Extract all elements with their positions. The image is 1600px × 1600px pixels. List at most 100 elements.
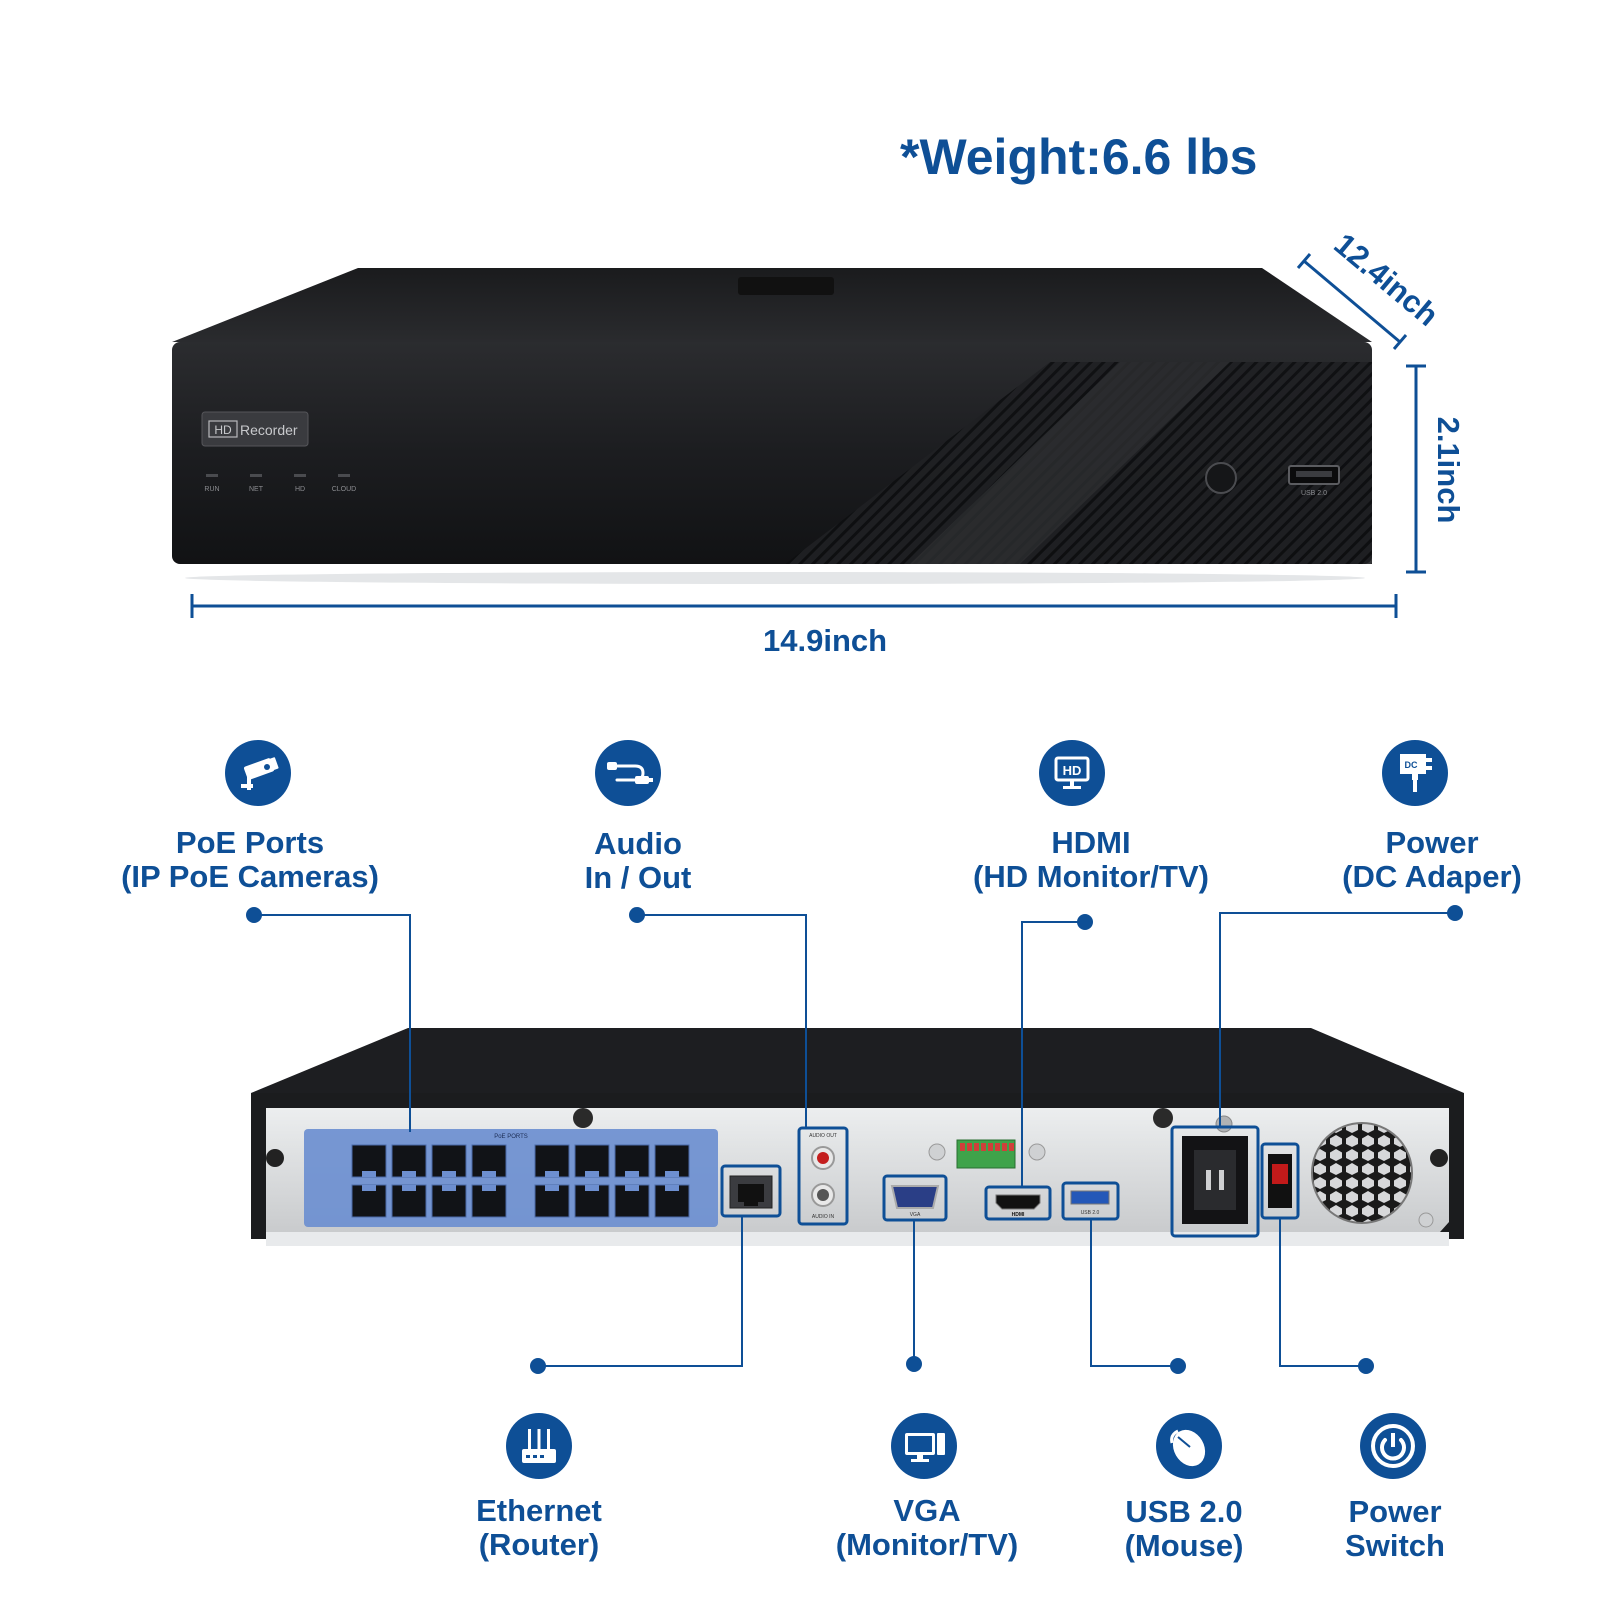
- screw: [928, 1143, 946, 1161]
- vga-monitor-icon: [891, 1413, 957, 1479]
- brand-badge-text: HD: [214, 423, 232, 437]
- screw: [1028, 1143, 1046, 1161]
- callout-dot: [1447, 905, 1463, 921]
- callout-title: USB 2.0: [1125, 1494, 1243, 1529]
- poe-port-latch: [442, 1185, 456, 1191]
- poe-port-latch: [625, 1185, 639, 1191]
- ir-sensor: [1205, 462, 1237, 494]
- callout-subtitle: (Mouse): [1124, 1528, 1244, 1563]
- callout-dot: [1170, 1358, 1186, 1374]
- depth-dimension-tick: [1296, 253, 1312, 269]
- rear-plate-lip: [266, 1232, 1449, 1246]
- power-icon: [1360, 1413, 1426, 1479]
- callout-dot: [906, 1356, 922, 1372]
- front-usb-label: USB 2.0: [1301, 490, 1327, 497]
- router-icon: [506, 1413, 572, 1479]
- terminal-pin: [1002, 1143, 1007, 1151]
- top-notch: [738, 277, 834, 295]
- power-inlet-callout-box: [1170, 1125, 1260, 1238]
- callout-subtitle: (Monitor/TV): [835, 1527, 1019, 1562]
- hd-monitor-icon: HD: [1039, 740, 1105, 806]
- usb-label: USB 2.0: [1081, 1210, 1100, 1216]
- ethernet-callout-box: [720, 1164, 782, 1218]
- poe-port-latch: [545, 1185, 559, 1191]
- poe-port-latch: [585, 1171, 599, 1177]
- callout-subtitle: (HD Monitor/TV): [973, 859, 1209, 894]
- poe-port-latch: [362, 1185, 376, 1191]
- poe-port-latch: [482, 1185, 496, 1191]
- ethernet-port-socket: [738, 1184, 764, 1202]
- usb-label-callout: USB 2.0 (Mouse): [1125, 1495, 1244, 1563]
- callout-dot: [530, 1358, 546, 1374]
- ethernet-callout-line: [538, 1216, 743, 1367]
- depth-dimension-line: [1303, 259, 1401, 344]
- power-switch-rocker: [1272, 1164, 1288, 1184]
- power-switch-callout-line: [1279, 1218, 1366, 1367]
- poe-port-latch: [402, 1185, 416, 1191]
- callout-subtitle: (Router): [478, 1527, 600, 1562]
- audio-in-jack-center: [817, 1189, 829, 1201]
- audio-cable-icon: [595, 740, 661, 806]
- weight-label: *Weight:6.6 lbs: [900, 129, 1258, 185]
- depth-dimension-tick: [1392, 334, 1408, 350]
- led-indicator: [294, 474, 306, 477]
- poe-port-latch: [585, 1185, 599, 1191]
- led-indicator: [206, 474, 218, 477]
- callout-lines: [254, 912, 1455, 1367]
- rear-unit: PoE PORTS AUDIO OUT AUDIO IN VGA HDMI US…: [251, 1028, 1464, 1246]
- brand-text: Recorder: [240, 422, 298, 438]
- power-inlet-pin: [1219, 1170, 1224, 1190]
- callout-dot: [629, 907, 645, 923]
- vga-port[interactable]: [890, 1185, 940, 1209]
- power-dc-callout-line: [1219, 912, 1455, 1127]
- front-unit-shadow: [185, 572, 1365, 584]
- poe-port-latch: [482, 1171, 496, 1177]
- callout-dot: [1077, 914, 1093, 930]
- screw: [1215, 1115, 1233, 1133]
- poe-port-latch: [362, 1171, 376, 1177]
- mouse-icon: [1156, 1413, 1222, 1479]
- poe-port-latch: [402, 1171, 416, 1177]
- terminal-pin-group: [960, 1143, 1014, 1151]
- screw: [573, 1108, 593, 1128]
- callout-dot: [246, 907, 262, 923]
- terminal-pin: [960, 1143, 965, 1151]
- poe-port-latch: [665, 1185, 679, 1191]
- cooling-fan-grille: [1311, 1122, 1413, 1224]
- led-label-cloud: CLOUD: [332, 486, 357, 493]
- audio-out-label: AUDIO OUT: [809, 1133, 837, 1139]
- audio-callout-box: [797, 1126, 849, 1226]
- hdmi-label-callout: HDMI (HD Monitor/TV): [973, 826, 1209, 894]
- power-inlet-socket: [1194, 1150, 1236, 1210]
- poe-port-latch: [625, 1171, 639, 1177]
- audio-out-jack-center: [817, 1152, 829, 1164]
- hdmi-label: HDMI: [1012, 1212, 1025, 1218]
- vga-label-callout: VGA (Monitor/TV): [836, 1494, 1019, 1562]
- led-label-hd: HD: [295, 486, 305, 493]
- poe-header-label: PoE PORTS: [494, 1134, 528, 1140]
- usb-port[interactable]: [1070, 1190, 1110, 1205]
- ethernet-label: Ethernet (Router): [476, 1494, 602, 1562]
- poe-port-latch: [665, 1171, 679, 1177]
- callout-title: PoE Ports: [175, 825, 325, 860]
- front-usb-port-tongue: [1296, 471, 1332, 477]
- front-unit: HD Recorder RUN NET HD CLOUD USB 2.0: [172, 268, 1372, 584]
- svg-text:HD: HD: [1063, 763, 1082, 778]
- led-label-run: RUN: [204, 486, 219, 493]
- brand-badge-box: [208, 420, 238, 438]
- terminal-pin: [981, 1143, 986, 1151]
- callout-dots: [246, 905, 1463, 1374]
- front-unit-top: [172, 268, 1372, 342]
- hdmi-port[interactable]: [995, 1194, 1041, 1210]
- terminal-pin: [974, 1143, 979, 1151]
- audio-in-label: AUDIO IN: [812, 1214, 835, 1220]
- svg-text:DC: DC: [1405, 760, 1418, 770]
- hdmi-callout-line: [1021, 921, 1085, 1187]
- callout-title: Audio: [594, 826, 682, 861]
- led-indicator: [338, 474, 350, 477]
- screw: [1153, 1108, 1173, 1128]
- callout-subtitle: (IP PoE Cameras): [121, 859, 379, 894]
- callout-title: VGA: [893, 1493, 961, 1528]
- audio-callout-line: [637, 914, 807, 1128]
